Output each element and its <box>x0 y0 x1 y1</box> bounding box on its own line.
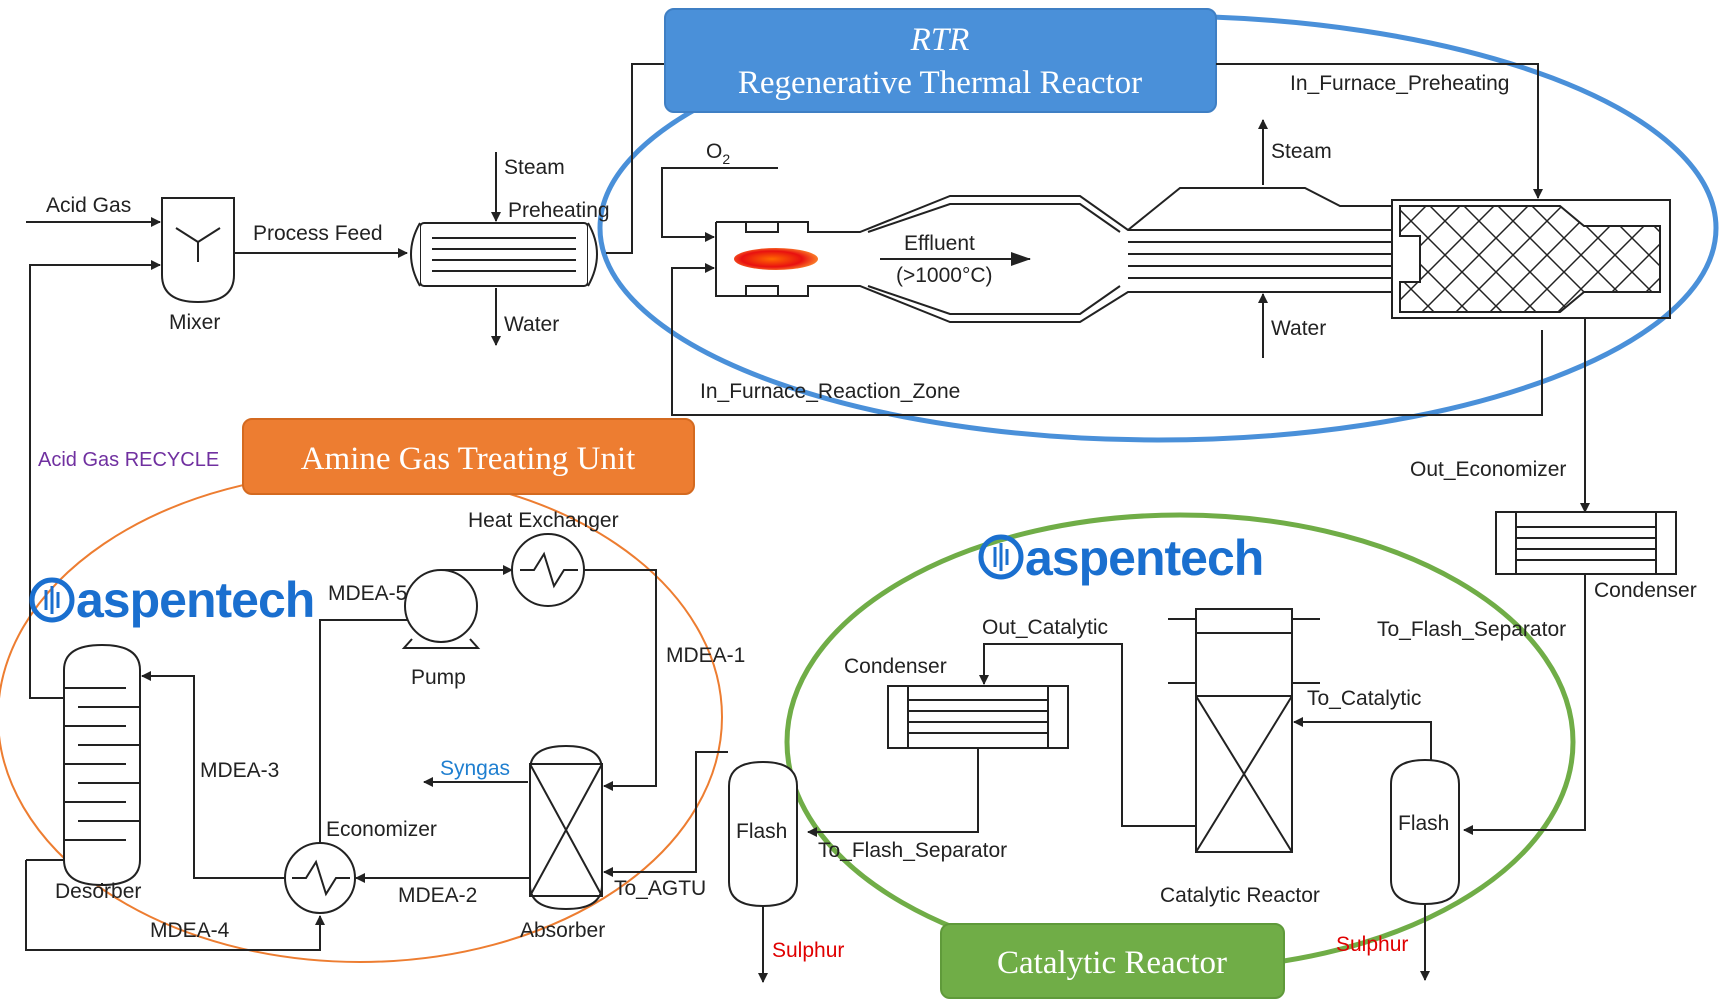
flash-right <box>1390 758 1460 906</box>
economizer-label-text: Economizer <box>326 818 437 841</box>
out-catalytic-label: Out_Catalytic <box>982 616 1108 639</box>
steam-top-label: Steam <box>504 156 565 179</box>
mdea3-line <box>141 671 285 879</box>
mdea2-label: MDEA-2 <box>398 884 477 907</box>
steam-rtr-label: Steam <box>1271 140 1332 163</box>
economizer <box>284 842 356 914</box>
out-economizer-label: Out_Economizer <box>1410 458 1566 481</box>
pump <box>401 569 481 649</box>
preheating-label: Preheating <box>508 199 610 222</box>
sulphur-left-label: Sulphur <box>772 939 844 962</box>
condenser-right-label: Condenser <box>1594 579 1697 602</box>
mdea5-line <box>319 615 439 843</box>
to-catalytic-label: To_Catalytic <box>1307 687 1421 710</box>
in-furnace-reaction-zone-line <box>671 263 1543 416</box>
to-agtu-label: To_AGTU <box>614 877 706 900</box>
water-rtr-label: Water <box>1271 317 1326 340</box>
mdea4-label: MDEA-4 <box>150 919 230 942</box>
heat-exchanger <box>511 533 585 607</box>
o2-label: O2 <box>706 140 730 167</box>
catalytic-title-box <box>940 923 1285 999</box>
to-flash-sep-right-label: To_Flash_Separator <box>1377 618 1566 641</box>
to-catalytic-line <box>1293 717 1432 760</box>
effluent-label: Effluent <box>904 232 975 255</box>
out-catalytic-line <box>979 643 1196 827</box>
mdea5-label: MDEA-5 <box>328 582 407 605</box>
aspentech-logo-left-text: aspentech <box>76 572 314 628</box>
amine-title-box <box>242 418 695 495</box>
preheat-out-line <box>606 63 665 254</box>
aspentech-logo-right: aspentech <box>978 530 1264 586</box>
flame <box>734 248 818 270</box>
furnace <box>715 187 1392 323</box>
condenser-mid <box>887 685 1069 749</box>
o2-line <box>661 167 778 242</box>
sulphur-right-label: Sulphur <box>1336 933 1408 956</box>
process-feed-label: Process Feed <box>253 222 383 245</box>
desorber-label: Desorber <box>55 880 141 903</box>
to-agtu-line <box>603 751 728 877</box>
to-flash-left-line <box>807 748 979 837</box>
aspentech-logo-left: aspentech <box>29 572 315 628</box>
catalytic-title: Catalytic Reactor <box>997 945 1227 981</box>
flash-left-label: Flash <box>736 820 787 843</box>
condenser-right <box>1495 511 1677 575</box>
flash-left <box>728 760 798 908</box>
mdea3-label: MDEA-3 <box>200 759 279 782</box>
mdea4-line <box>25 860 320 951</box>
mixer-label: Mixer <box>169 311 220 334</box>
heat-exchanger-label: Heat Exchanger <box>468 509 619 532</box>
acid-gas-label: Acid Gas <box>46 194 131 217</box>
absorber <box>529 744 603 911</box>
preheater <box>410 222 598 287</box>
water-left-label: Water <box>504 313 559 336</box>
effluent-temp-label: (>1000°C) <box>896 264 993 287</box>
mixer-symbol <box>175 227 221 262</box>
rtr-title-box <box>664 8 1217 113</box>
in-furnace-preheating-line <box>1216 63 1543 199</box>
aspentech-logo-right-text: aspentech <box>1025 530 1263 586</box>
acid-gas-recycle-label: Acid Gas RECYCLE <box>38 449 219 471</box>
acid-gas-recycle-line <box>29 260 161 699</box>
mdea1-label: MDEA-1 <box>666 644 745 667</box>
flash-right-label: Flash <box>1398 812 1449 835</box>
to-flash-sep-left-label: To_Flash_Separator <box>818 839 1007 862</box>
in-furnace-preheating-label: In_Furnace_Preheating <box>1290 72 1510 95</box>
syngas-label: Syngas <box>440 757 510 780</box>
desorber <box>63 643 141 887</box>
rtr-subtitle: Regenerative Thermal Reactor <box>738 65 1142 101</box>
amine-title: Amine Gas Treating Unit <box>301 441 636 477</box>
absorber-label: Absorber <box>520 919 605 942</box>
catalytic-reactor <box>1168 608 1320 853</box>
condenser-mid-label: Condenser <box>844 655 947 678</box>
to-flash-right-line <box>1463 574 1586 835</box>
mdea1-line <box>584 569 657 791</box>
catalytic-reactor-label: Catalytic Reactor <box>1160 884 1320 907</box>
rtr-title: RTR <box>910 22 970 58</box>
regenerator <box>1391 199 1671 319</box>
pump-label: Pump <box>411 666 466 689</box>
in-furnace-reaction-zone-label: In_Furnace_Reaction_Zone <box>700 380 960 403</box>
